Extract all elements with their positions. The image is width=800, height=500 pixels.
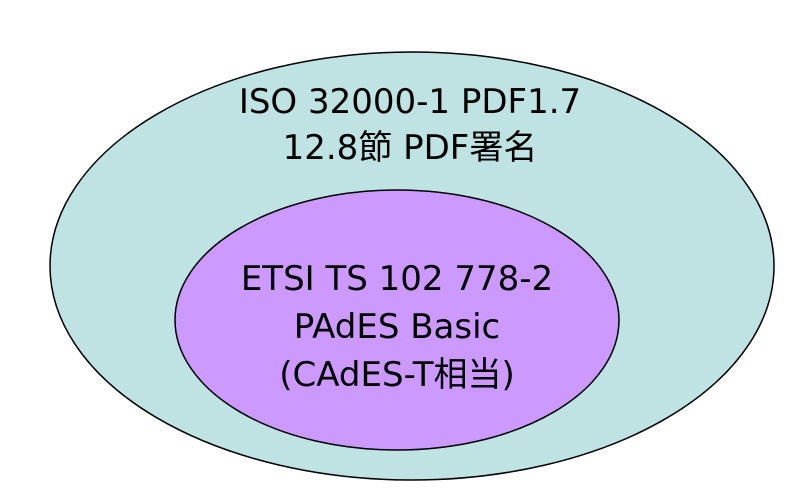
inner-label-line2: PAdES Basic (294, 307, 500, 347)
outer-label-line2: 12.8節 PDF署名 (283, 128, 538, 168)
inner-ellipse (174, 189, 620, 451)
inner-label-line1: ETSI TS 102 778-2 (241, 259, 553, 299)
inner-label-line3: (CAdES-T相当) (279, 355, 515, 395)
outer-label-line1: ISO 32000-1 PDF1.7 (239, 82, 581, 122)
